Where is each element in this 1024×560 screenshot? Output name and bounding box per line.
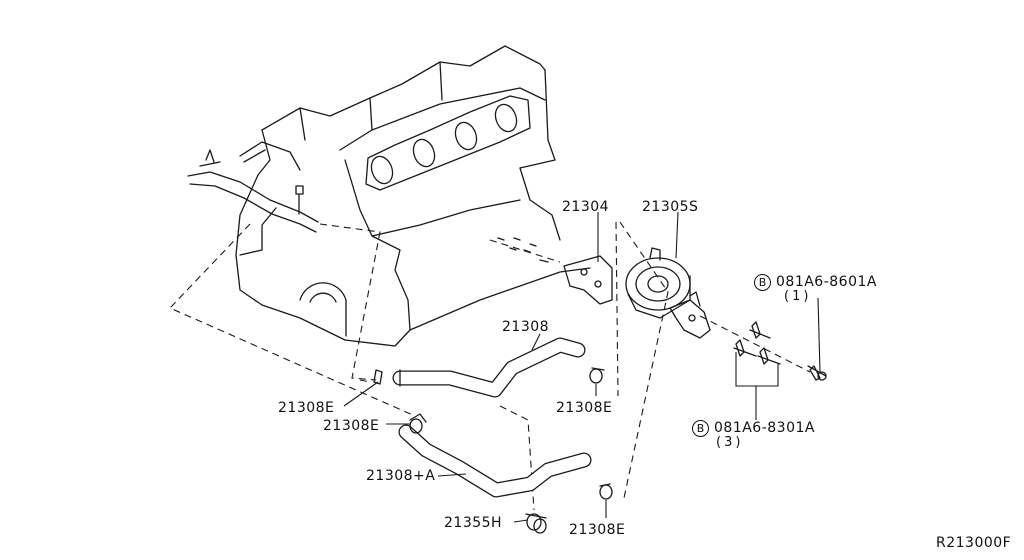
part-label-21308e-middle: 21308E xyxy=(323,418,380,434)
leader-lines xyxy=(343,211,821,523)
oil-cooler-21305s-illustration xyxy=(625,247,711,339)
bracket-21304-illustration xyxy=(497,237,613,305)
part-label-21308e-right: 21308E xyxy=(556,400,613,416)
hose-clamp-illustrations xyxy=(373,367,613,534)
bolt-code-lower: 081A6-8301A xyxy=(714,420,815,436)
part-label-21355h: 21355H xyxy=(444,515,503,531)
bolt-qty-lower: (3) xyxy=(716,435,744,450)
part-label-21308: 21308 xyxy=(502,319,550,335)
bolt-marker-b-upper: B xyxy=(754,274,771,291)
part-label-21308e-left: 21308E xyxy=(278,400,335,416)
part-label-21308a: 21308+A xyxy=(366,468,436,484)
engine-block-illustration xyxy=(187,45,591,347)
diagram-reference-code: R213000F xyxy=(936,535,1012,551)
hose-21308-illustration xyxy=(392,337,586,398)
dashed-guide-lines xyxy=(169,221,811,511)
part-label-21305s: 21305S xyxy=(642,199,699,215)
bolt-illustrations xyxy=(733,321,827,381)
bolt-marker-b-lower: B xyxy=(692,420,709,437)
part-label-21304: 21304 xyxy=(562,199,610,215)
bolt-code-upper: 081A6-8601A xyxy=(776,274,877,290)
bolt-qty-upper: (1) xyxy=(784,289,812,304)
hose-21308a-illustration xyxy=(398,424,592,498)
part-label-21308e-bottom: 21308E xyxy=(569,522,626,538)
